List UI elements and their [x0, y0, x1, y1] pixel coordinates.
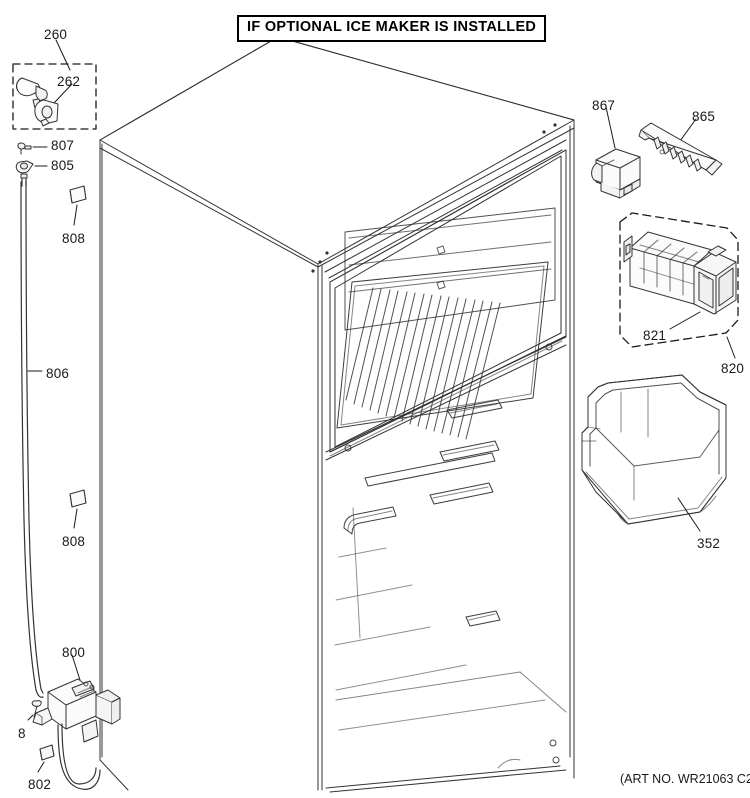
- callout-ice-storage-bucket: 352: [697, 536, 721, 551]
- callout-water-inlet-valve: 800: [62, 645, 86, 660]
- diagram-title-box: IF OPTIONAL ICE MAKER IS INSTALLED: [237, 15, 547, 42]
- callout-tube-clamp: 805: [51, 158, 75, 173]
- art-number-label: (ART NO. WR21063 C2): [620, 772, 750, 786]
- leader-820: [726, 336, 736, 359]
- part-800-water-valve: [32, 678, 121, 743]
- callout-valve-bracket-clip: 802: [28, 777, 52, 792]
- part-352-ice-bucket: [581, 374, 727, 525]
- cabinet-corner-marks: [311, 123, 557, 273]
- ice-maker-dashed-boundary: [619, 212, 739, 348]
- refrigerator-cabinet: [99, 36, 575, 793]
- freezer-compartment: [325, 149, 567, 461]
- leader-352: [677, 497, 701, 532]
- callout-tube-retainer-clip-upper: 808: [62, 231, 86, 246]
- callout-ice-maker-module: 821: [643, 328, 667, 343]
- callout-tube-retainer-clip-lower: 808: [62, 534, 86, 549]
- leader-867: [605, 106, 616, 149]
- leader-260: [55, 39, 71, 71]
- part-867-fill-cup: [591, 148, 641, 199]
- part-807-screw: [17, 142, 32, 155]
- grommet-kit-dashed-box: [12, 63, 97, 130]
- callout-water-inlet-grommet-kit: 260: [44, 27, 68, 42]
- part-820-ice-maker-assembly: [623, 231, 737, 315]
- leader-800: [71, 654, 81, 681]
- callout-ice-maker-fill-cup: 867: [592, 98, 616, 113]
- callout-seal-grommet: 262: [57, 74, 81, 89]
- callout-ice-stripper-rake: 865: [692, 109, 716, 124]
- fresh-food-compartment: [334, 399, 567, 769]
- part-802-clip: [39, 744, 55, 761]
- part-865-ice-stripper: [638, 122, 723, 176]
- leader-808-lower: [73, 508, 78, 529]
- part-262-seal: [34, 99, 59, 127]
- leader-802: [37, 761, 45, 773]
- part-808-clip-upper: [69, 185, 87, 204]
- callout-mounting-screw: 8: [18, 726, 26, 741]
- part-805-clamp: [15, 160, 34, 174]
- callout-tube-clip-screw: 807: [51, 138, 75, 153]
- leader-8: [27, 714, 34, 721]
- callout-ice-maker-assembly: 820: [721, 361, 745, 376]
- diagram-title: IF OPTIONAL ICE MAKER IS INSTALLED: [247, 19, 537, 35]
- leader-262: [53, 83, 73, 104]
- part-808-clip-lower: [69, 489, 87, 508]
- callout-water-supply-tube: 806: [46, 366, 70, 381]
- leader-808-upper: [73, 204, 78, 226]
- part-8-screw: [31, 700, 42, 718]
- valve-outlet-tube: [57, 723, 101, 790]
- part-806-water-tube: [20, 173, 44, 698]
- leader-821: [669, 311, 701, 330]
